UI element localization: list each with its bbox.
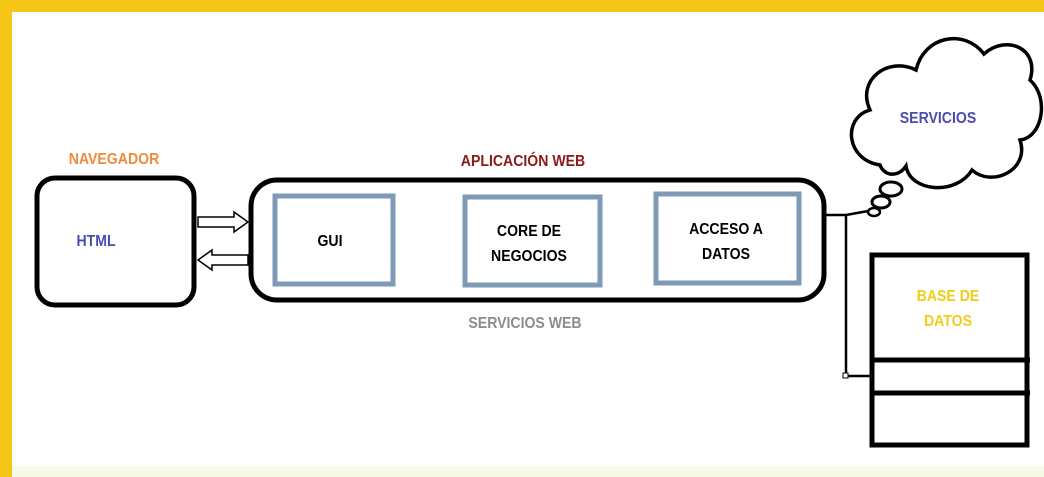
core-negocios-module [462, 194, 603, 288]
gui-module [272, 193, 396, 287]
servicios-cloud-icon [849, 36, 1044, 218]
db-connector-line [824, 213, 872, 378]
servicios-label: SERVICIOS [899, 110, 977, 127]
core-negocios-label-line1: CORE DE [496, 223, 562, 240]
base-datos-label-line2: DATOS [924, 313, 972, 330]
frame-bottom-strip [12, 466, 1044, 477]
acceso-datos-label-line2: DATOS [702, 246, 750, 263]
connector-handle [842, 372, 849, 379]
request-arrow [197, 210, 250, 234]
response-arrow [196, 248, 249, 272]
frame-left-border [0, 0, 12, 477]
navegador-title: NAVEGADOR [68, 151, 160, 168]
base-datos-label-line1: BASE DE [916, 288, 980, 305]
aplicacion-web-title: APLICACIÓN WEB [460, 153, 586, 170]
acceso-datos-label-line1: ACCESO A [689, 221, 763, 238]
base-datos-icon [869, 252, 1030, 448]
navegador-box [34, 175, 197, 308]
frame-top-border [0, 0, 1044, 12]
core-negocios-label-line2: NEGOCIOS [491, 248, 567, 265]
gui-label: GUI [317, 233, 343, 250]
cloud-connector-line [845, 209, 869, 217]
servicios-web-label: SERVICIOS WEB [468, 315, 582, 332]
html-label: HTML [76, 233, 116, 250]
acceso-datos-module [653, 191, 802, 286]
